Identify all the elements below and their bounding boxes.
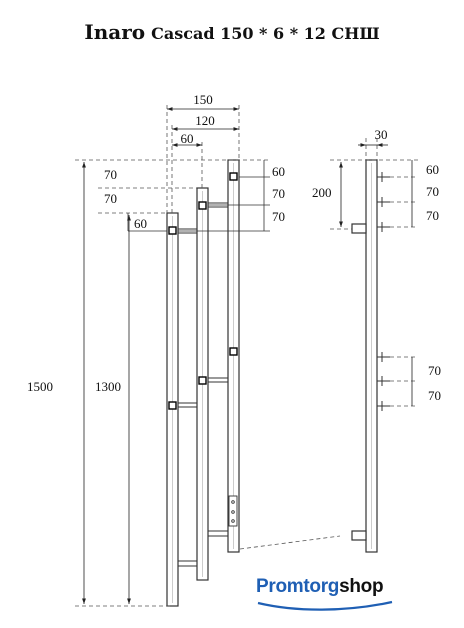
dim-left-offset-1: 70 (104, 167, 117, 182)
dim-side-bottom-offset-1: 70 (428, 363, 441, 378)
dim-side-bottom-offset-2: 70 (428, 388, 441, 403)
mount-points (168, 172, 238, 410)
side-view (351, 159, 390, 553)
title-brand: Inaro (84, 20, 146, 44)
title-model: Cascad 150 * 6 * 12 СНШ (151, 24, 380, 43)
dim-left-offset-3: 60 (134, 216, 147, 231)
dim-left-offset-2: 70 (104, 191, 117, 206)
side-rungs (377, 172, 390, 411)
dim-right-offset-3: 70 (272, 209, 285, 224)
dim-side-top-offset-3: 70 (426, 208, 439, 223)
logo-swoosh-icon (257, 600, 393, 611)
front-extension-lines (75, 105, 341, 607)
dim-height-total: 1500 (27, 379, 53, 394)
dim-side-depth: 30 (375, 127, 388, 142)
page-title: Inaro Cascad 150 * 6 * 12 СНШ (0, 20, 464, 44)
logo-part-1: Promtorg (256, 576, 340, 597)
dim-side-top-offset-2: 70 (426, 184, 439, 199)
front-view (166, 159, 240, 607)
dim-total-width: 150 (193, 92, 213, 107)
front-connectors (178, 202, 228, 567)
dim-height-short: 1300 (95, 379, 121, 394)
dim-right-offset-1: 60 (272, 164, 285, 179)
promtorgshop-logo: Promtorgshop (256, 576, 384, 598)
side-bracket-top (351, 223, 367, 234)
side-dimension-arrows (339, 143, 413, 406)
dim-small-width: 60 (181, 131, 194, 146)
logo-part-2: shop (339, 576, 384, 597)
dim-right-offset-2: 70 (272, 186, 285, 201)
side-bracket-bottom (351, 530, 367, 541)
dim-side-height-top: 200 (312, 185, 332, 200)
control-block (228, 495, 238, 527)
front-dimension-arrows (82, 107, 239, 604)
dim-side-top-offset-1: 60 (426, 162, 439, 177)
dim-mid-width: 120 (195, 113, 215, 128)
